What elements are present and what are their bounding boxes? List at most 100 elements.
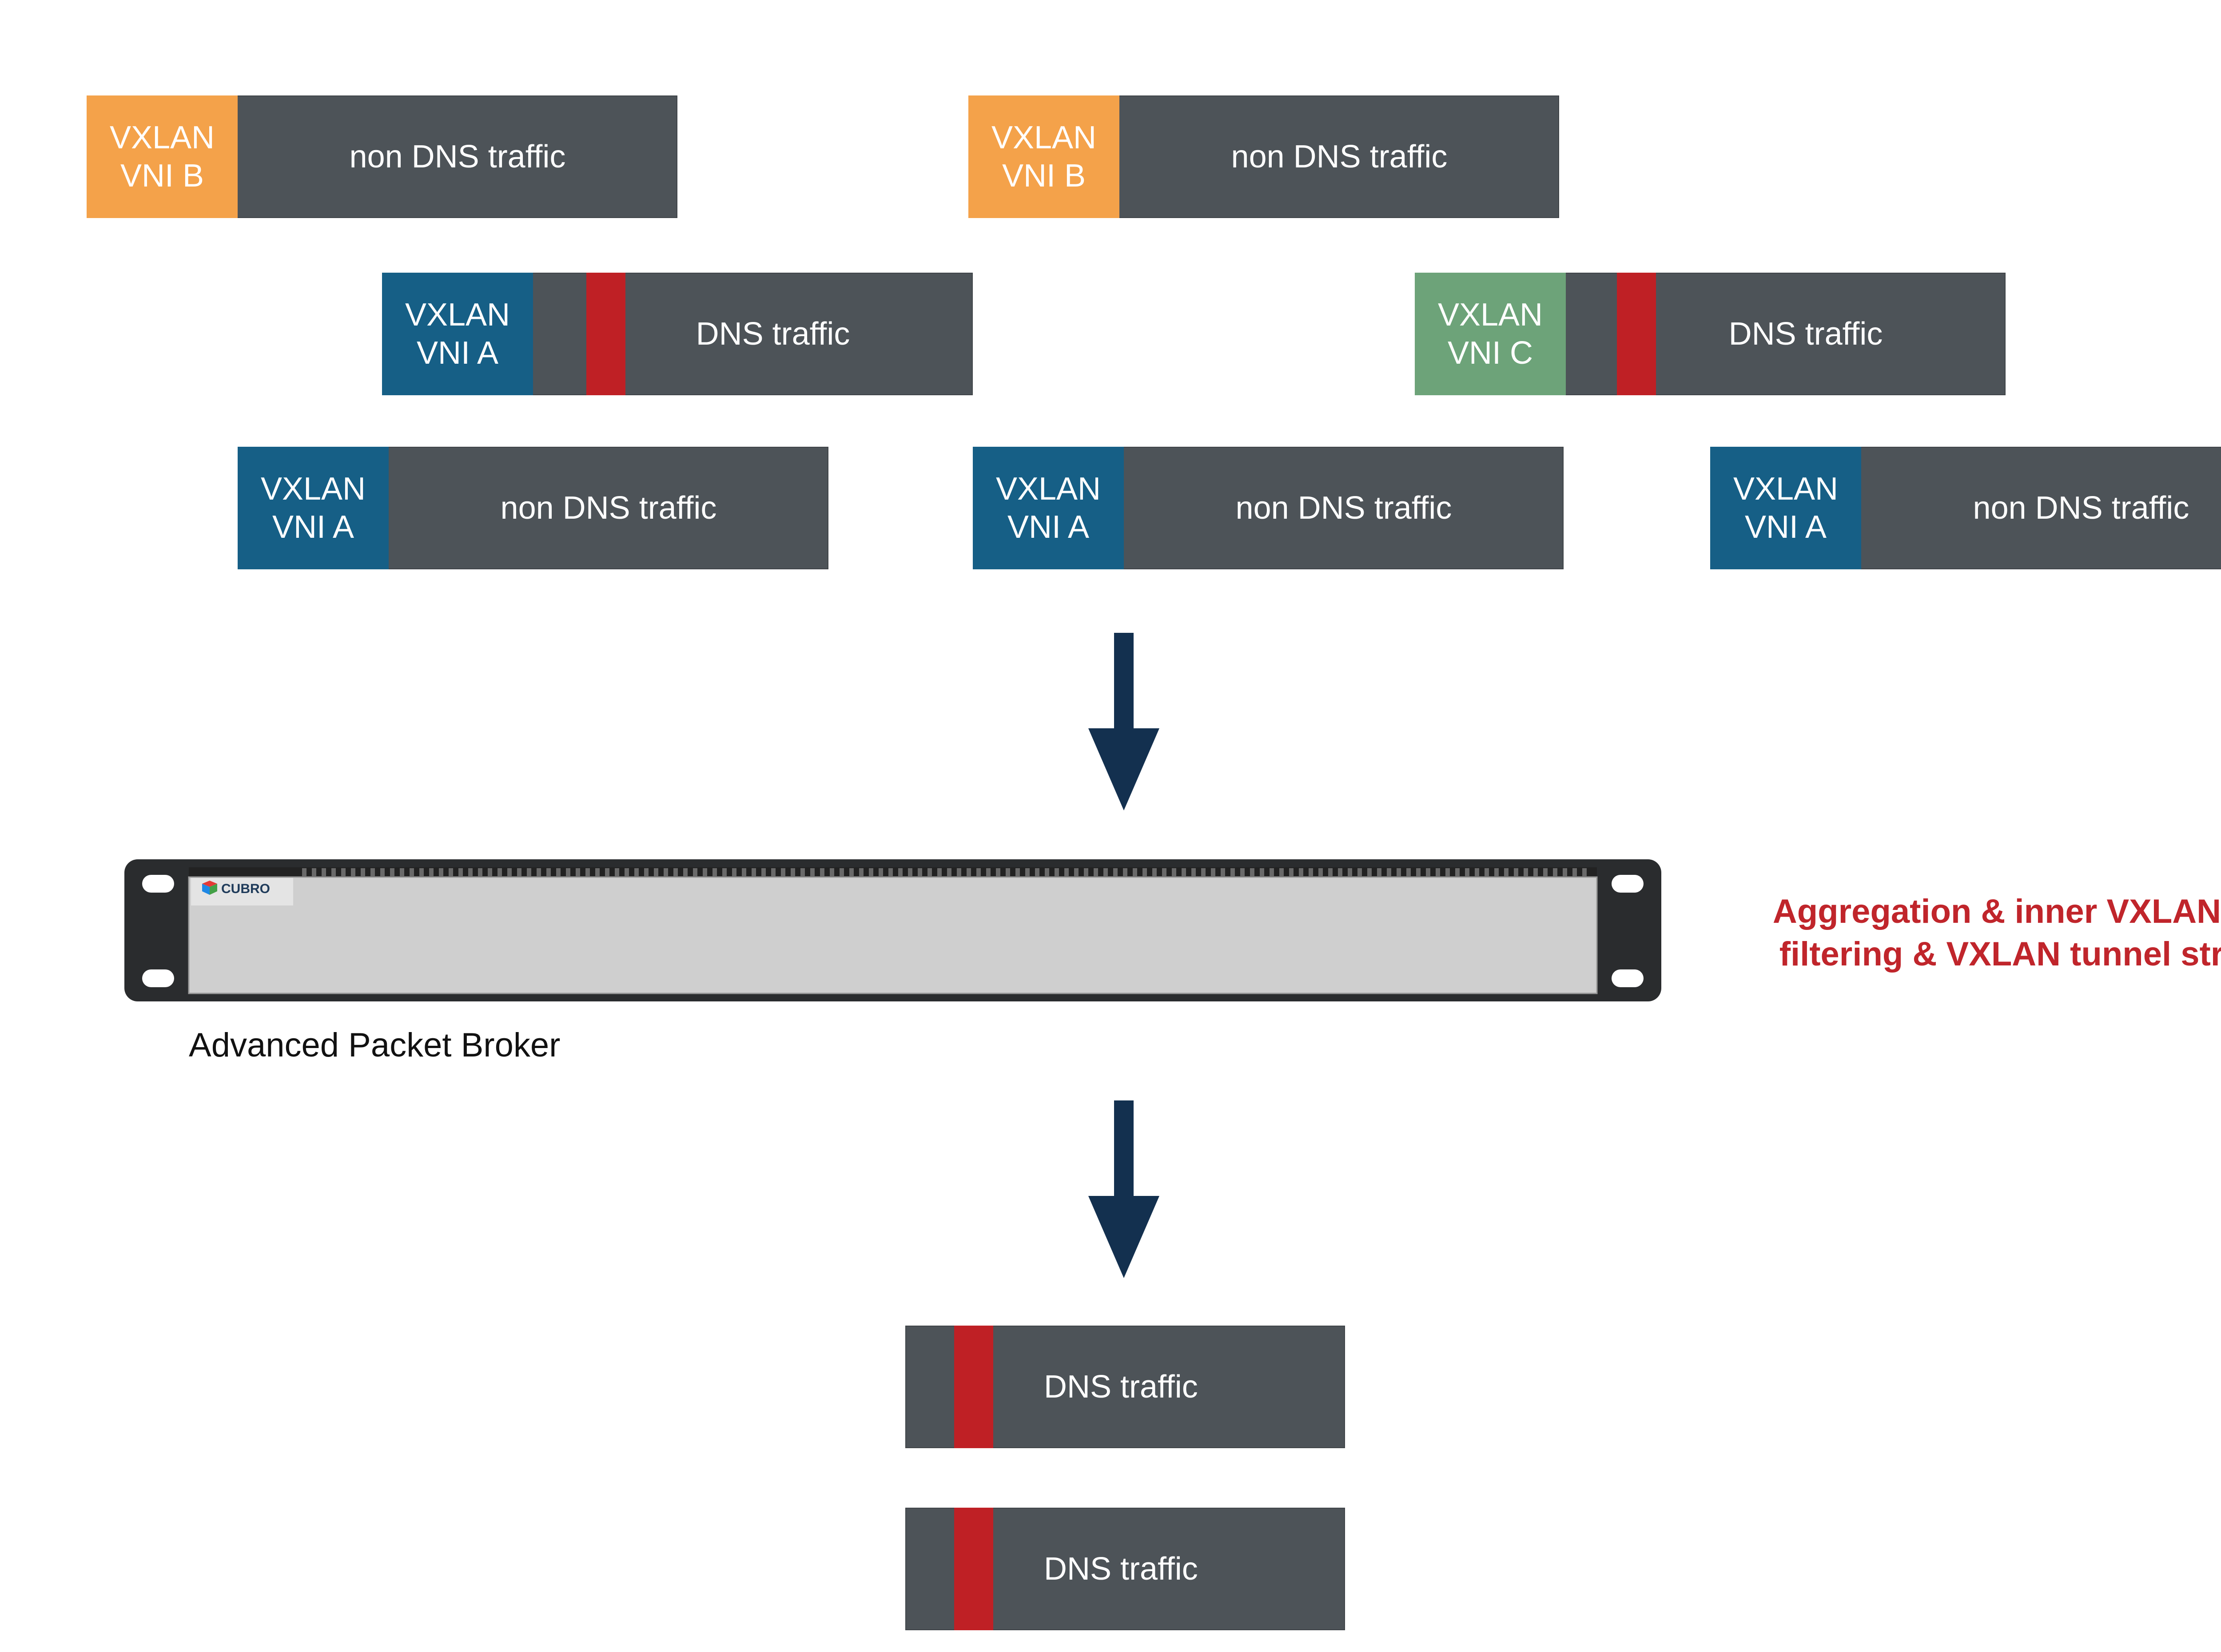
vent-slot xyxy=(351,868,355,876)
packet-vni-c-dns: VXLAN VNI C DNS traffic xyxy=(1415,273,2006,395)
vent-slot xyxy=(1504,868,1509,876)
vent-slot xyxy=(1182,868,1186,876)
vent-slot xyxy=(986,868,991,876)
vent-slot xyxy=(927,868,932,876)
function-note: Aggregation & inner VXLAN tunnel filteri… xyxy=(1772,893,2221,973)
vxlan-tag: VXLAN VNI C xyxy=(1415,273,1566,395)
vent-slot xyxy=(429,868,434,876)
vent-slot xyxy=(1357,868,1362,876)
vent-slot xyxy=(1367,868,1372,876)
vent-slot xyxy=(439,868,443,876)
packet-vni-b-1: VXLAN VNI B non DNS traffic xyxy=(87,95,677,218)
vent-slot xyxy=(1338,868,1342,876)
vent-slot xyxy=(1162,868,1166,876)
vent-slot xyxy=(703,868,707,876)
vxlan-tag: VXLAN VNI A xyxy=(238,447,389,569)
vent-slot xyxy=(634,868,639,876)
packet-payload: DNS traffic xyxy=(1566,273,2006,395)
vent-slot xyxy=(1348,868,1352,876)
vent-slot xyxy=(390,868,394,876)
vent-slot xyxy=(576,868,580,876)
vent-slot xyxy=(1445,868,1450,876)
vent-slot xyxy=(849,868,854,876)
packet-vni-b-2: VXLAN VNI B non DNS traffic xyxy=(968,95,1559,218)
packet-vni-a-3: VXLAN VNI A non DNS traffic xyxy=(1710,447,2221,569)
down-arrow-icon xyxy=(1088,633,1159,810)
vent-slot xyxy=(458,868,463,876)
vent-slot xyxy=(1377,868,1381,876)
vxlan-tag: VXLAN VNI A xyxy=(1710,447,1861,569)
vent-slot xyxy=(1006,868,1010,876)
dns-marker xyxy=(954,1508,993,1630)
vent-slot xyxy=(1064,868,1069,876)
vent-slot xyxy=(380,868,385,876)
vent-slot xyxy=(918,868,922,876)
vent-slot xyxy=(644,868,649,876)
vent-slot xyxy=(791,868,795,876)
device-label: Advanced Packet Broker xyxy=(189,1026,561,1064)
vent-slot xyxy=(1485,868,1489,876)
vent-slot xyxy=(1543,868,1548,876)
vent-slot xyxy=(1289,868,1294,876)
packet-broker-device: CUBRO xyxy=(124,859,1661,1001)
down-arrow-icon xyxy=(1088,1100,1159,1278)
vent-slot xyxy=(957,868,961,876)
vent-slot xyxy=(654,868,658,876)
packet-payload: DNS traffic xyxy=(533,273,973,395)
vent-slot xyxy=(1582,868,1587,876)
vent-slot xyxy=(722,868,727,876)
vent-slot xyxy=(1524,868,1528,876)
vent-slot xyxy=(1416,868,1421,876)
vent-slot xyxy=(1025,868,1030,876)
vent-slot xyxy=(449,868,453,876)
vent-slot xyxy=(1465,868,1469,876)
dns-marker xyxy=(1617,273,1656,395)
vent-slot xyxy=(1055,868,1059,876)
vent-slot xyxy=(683,868,688,876)
vent-slot xyxy=(605,868,609,876)
vent-slot xyxy=(1299,868,1303,876)
vxlan-tag: VXLAN VNI A xyxy=(973,447,1124,569)
vent-slot xyxy=(331,868,336,876)
vent-slot xyxy=(322,868,326,876)
rack-ear-hole xyxy=(1612,875,1644,893)
vent-slot xyxy=(1142,868,1147,876)
vent-slot xyxy=(1015,868,1020,876)
vent-slot xyxy=(1514,868,1518,876)
vent-slot xyxy=(673,868,678,876)
vent-slot xyxy=(1084,868,1088,876)
vent-slot xyxy=(898,868,903,876)
vent-slot xyxy=(1035,868,1039,876)
vent-slot xyxy=(419,868,424,876)
vent-slot xyxy=(937,868,942,876)
vent-slot xyxy=(1406,868,1411,876)
vent-slot xyxy=(341,868,346,876)
vent-slot xyxy=(556,868,561,876)
vxlan-tag: VXLAN VNI B xyxy=(968,95,1119,218)
rack-ear-hole xyxy=(1612,969,1644,987)
packet-vni-a-2: VXLAN VNI A non DNS traffic xyxy=(973,447,1564,569)
vent-slot xyxy=(888,868,893,876)
vent-slot xyxy=(810,868,815,876)
vent-slot xyxy=(1094,868,1098,876)
dns-marker xyxy=(954,1326,993,1448)
vent-slot xyxy=(1553,868,1557,876)
vent-slot xyxy=(1230,868,1235,876)
vent-slot xyxy=(312,868,316,876)
vent-slot xyxy=(595,868,600,876)
vent-slot xyxy=(1103,868,1108,876)
vent-slot xyxy=(400,868,404,876)
vxlan-tag: VXLAN VNI B xyxy=(87,95,238,218)
packet-payload: non DNS traffic xyxy=(500,490,717,526)
vent-slot xyxy=(967,868,971,876)
vent-slot xyxy=(488,868,492,876)
vent-slot xyxy=(410,868,414,876)
packet-payload: non DNS traffic xyxy=(349,139,566,175)
vent-slot xyxy=(302,868,306,876)
vent-slot xyxy=(761,868,766,876)
packet-payload: non DNS traffic xyxy=(1973,490,2189,526)
vent-slot xyxy=(1279,868,1284,876)
vent-slot xyxy=(370,868,375,876)
vent-slot xyxy=(1475,868,1479,876)
vent-slot xyxy=(1270,868,1274,876)
